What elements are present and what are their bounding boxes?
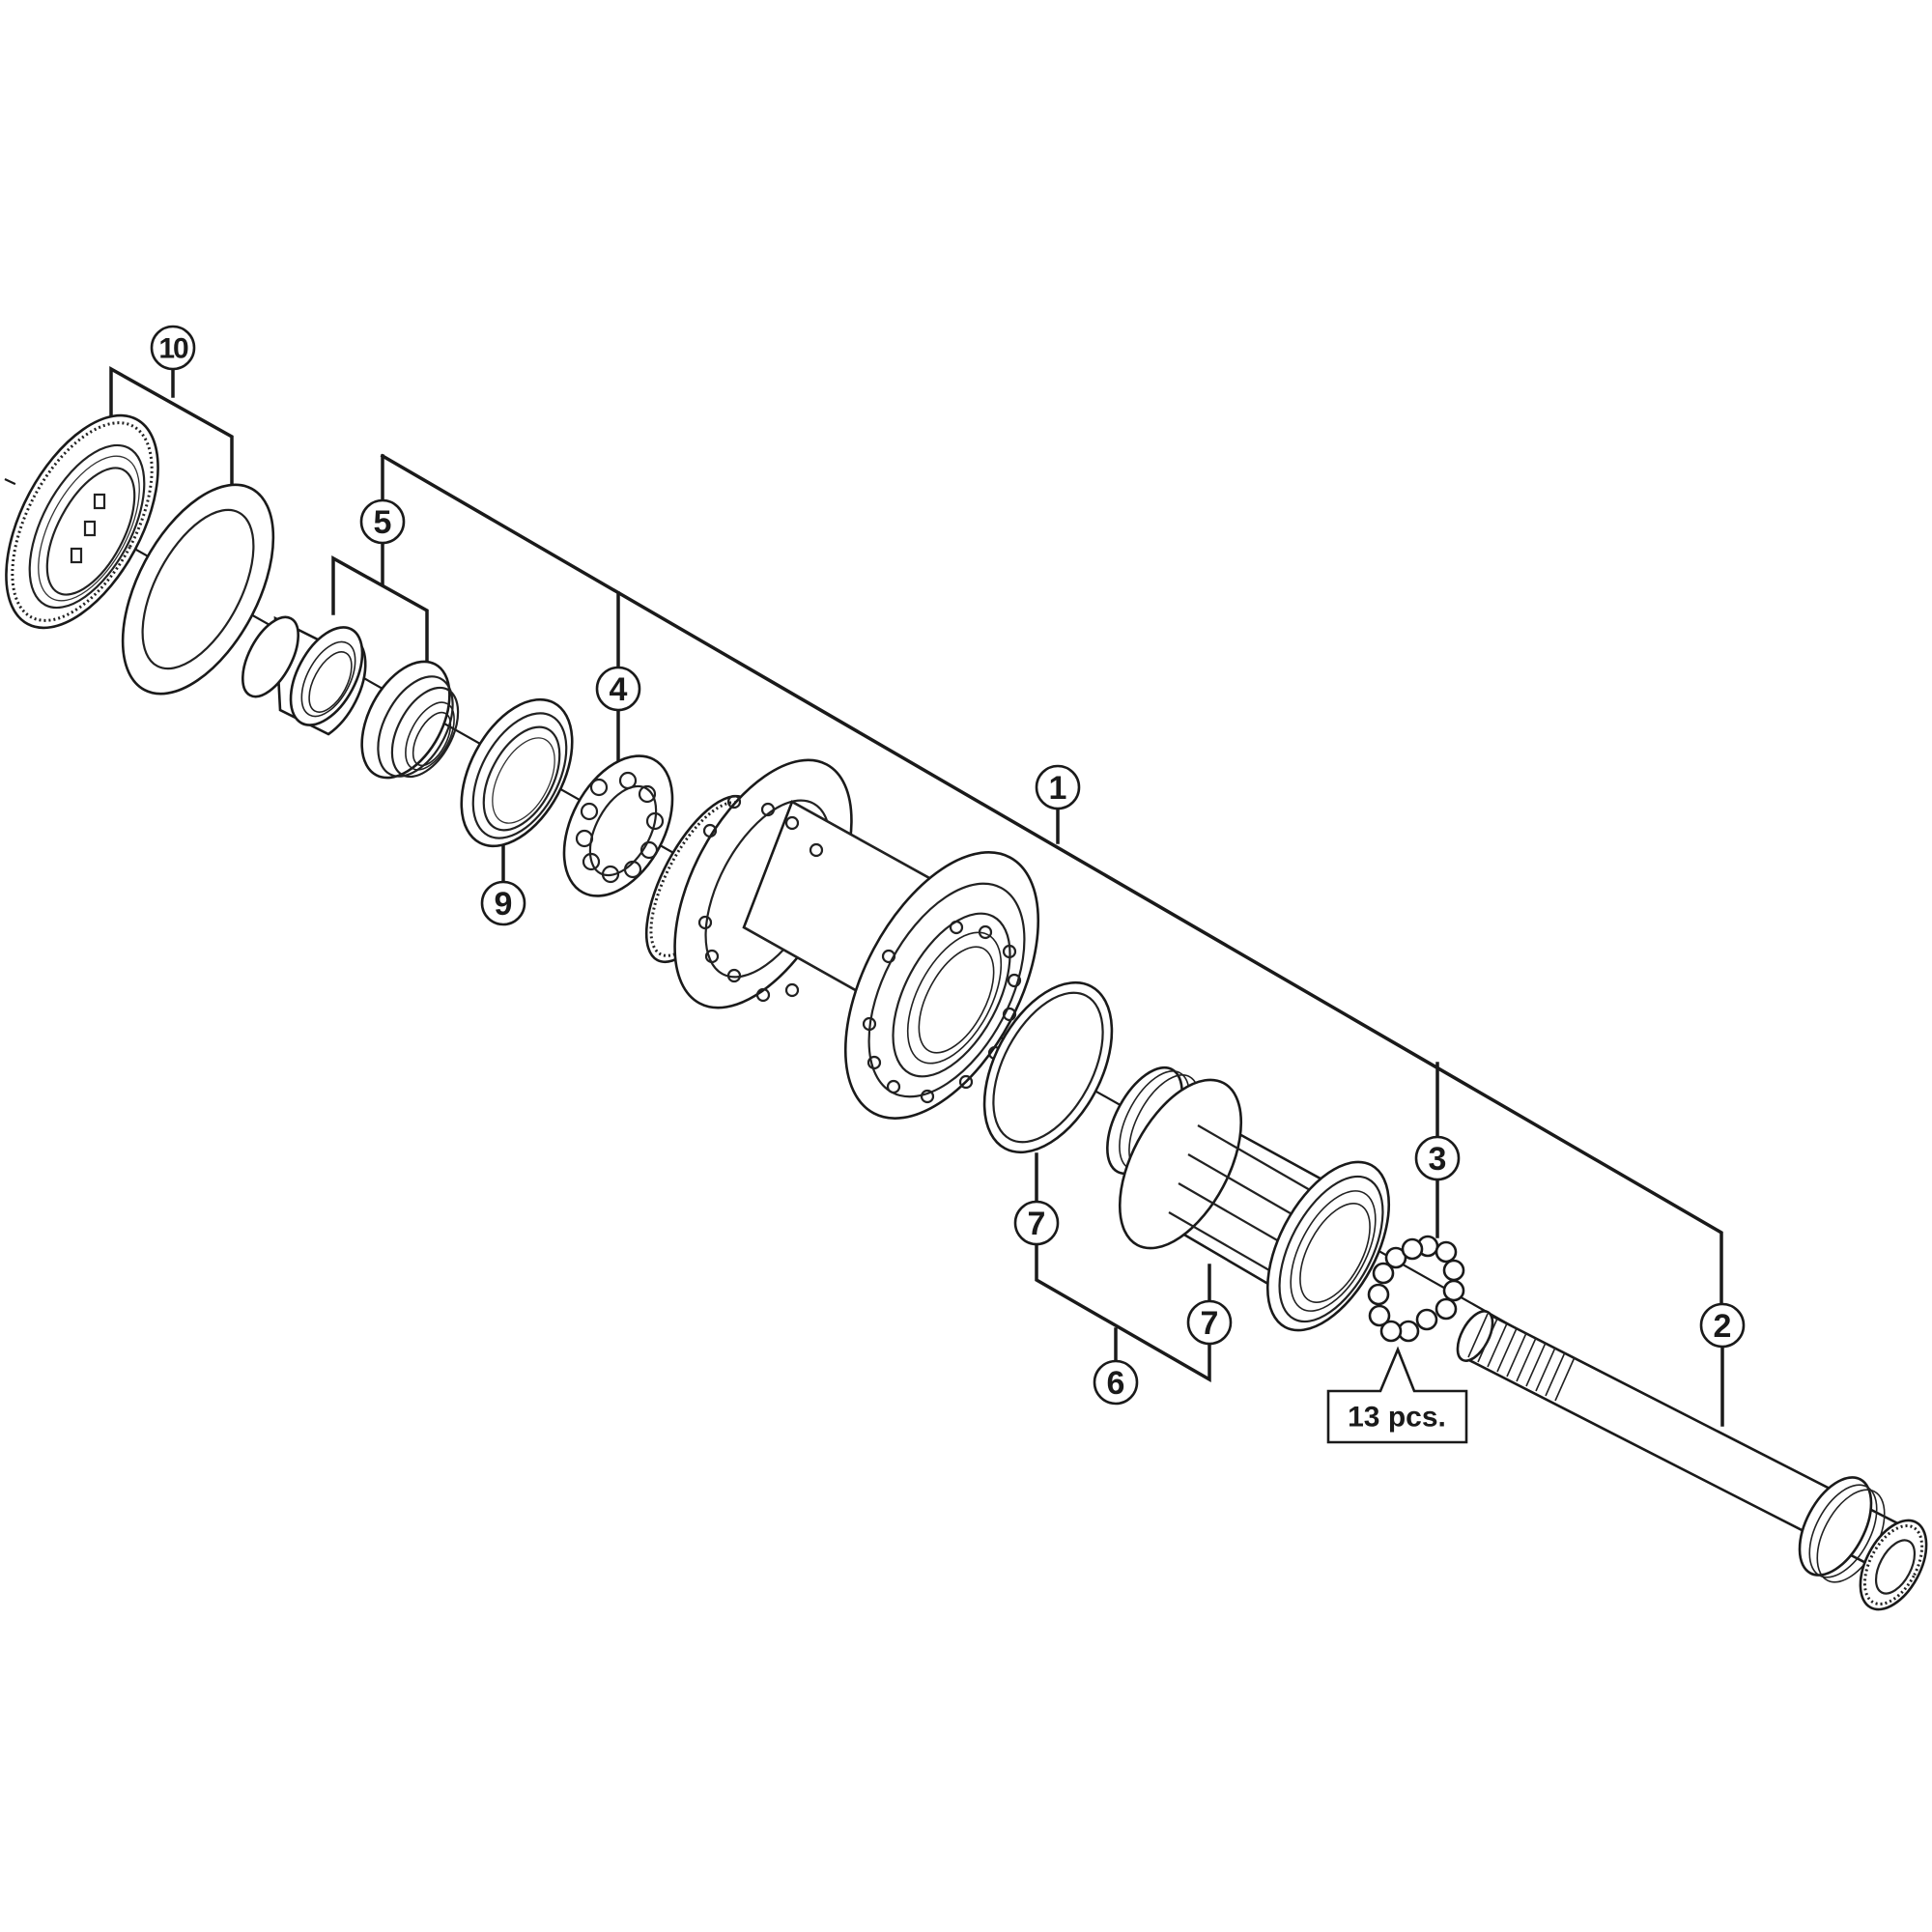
spoke-holes	[697, 794, 1022, 1104]
callout-label: 4	[610, 671, 628, 708]
callout-label: 9	[495, 886, 513, 923]
part-10-lock-ring[interactable]	[0, 391, 189, 652]
callout-2[interactable]: 2	[1699, 1302, 1746, 1349]
quantity-note-13-pcs: 13 pcs.	[1326, 1346, 1468, 1444]
callout-10[interactable]: 10	[150, 325, 196, 371]
callout-7[interactable]: 7	[1186, 1299, 1233, 1346]
callout-4[interactable]: 4	[595, 666, 641, 712]
part-2-axle[interactable]	[1450, 1306, 1932, 1621]
part-5-nut[interactable]	[231, 609, 377, 737]
callout-label: 3	[1429, 1141, 1447, 1178]
part-8-spacer-ring[interactable]	[958, 961, 1138, 1173]
part-9-dust-seal[interactable]	[439, 681, 595, 865]
callout-label: 10	[158, 333, 188, 365]
callout-3[interactable]: 3	[1414, 1135, 1461, 1181]
callout-8[interactable]: 7	[1013, 1200, 1060, 1246]
callout-label: 6	[1107, 1365, 1125, 1402]
part-10-washer[interactable]	[92, 461, 304, 719]
axle-thread	[1467, 1313, 1576, 1402]
callout-label: 2	[1714, 1308, 1732, 1345]
callout-label: 5	[374, 504, 392, 541]
quantity-label: 13 pcs.	[1348, 1402, 1446, 1434]
part-4-bearing-retainer[interactable]	[542, 738, 695, 915]
callout-label: 1	[1049, 770, 1067, 807]
callout-label: 7	[1028, 1206, 1046, 1242]
part-3-steel-balls[interactable]	[1367, 1235, 1465, 1343]
callout-9[interactable]: 9	[480, 880, 526, 926]
part-7-freehub-body[interactable]	[1092, 1056, 1413, 1350]
callout-1[interactable]: 1	[1035, 764, 1081, 810]
callout-6[interactable]: 6	[1093, 1359, 1139, 1406]
callout-label: 7	[1201, 1305, 1219, 1342]
callout-5[interactable]: 5	[359, 498, 406, 545]
part-1-hub-shell[interactable]	[625, 732, 1078, 1150]
part-5-cone[interactable]	[344, 647, 471, 792]
